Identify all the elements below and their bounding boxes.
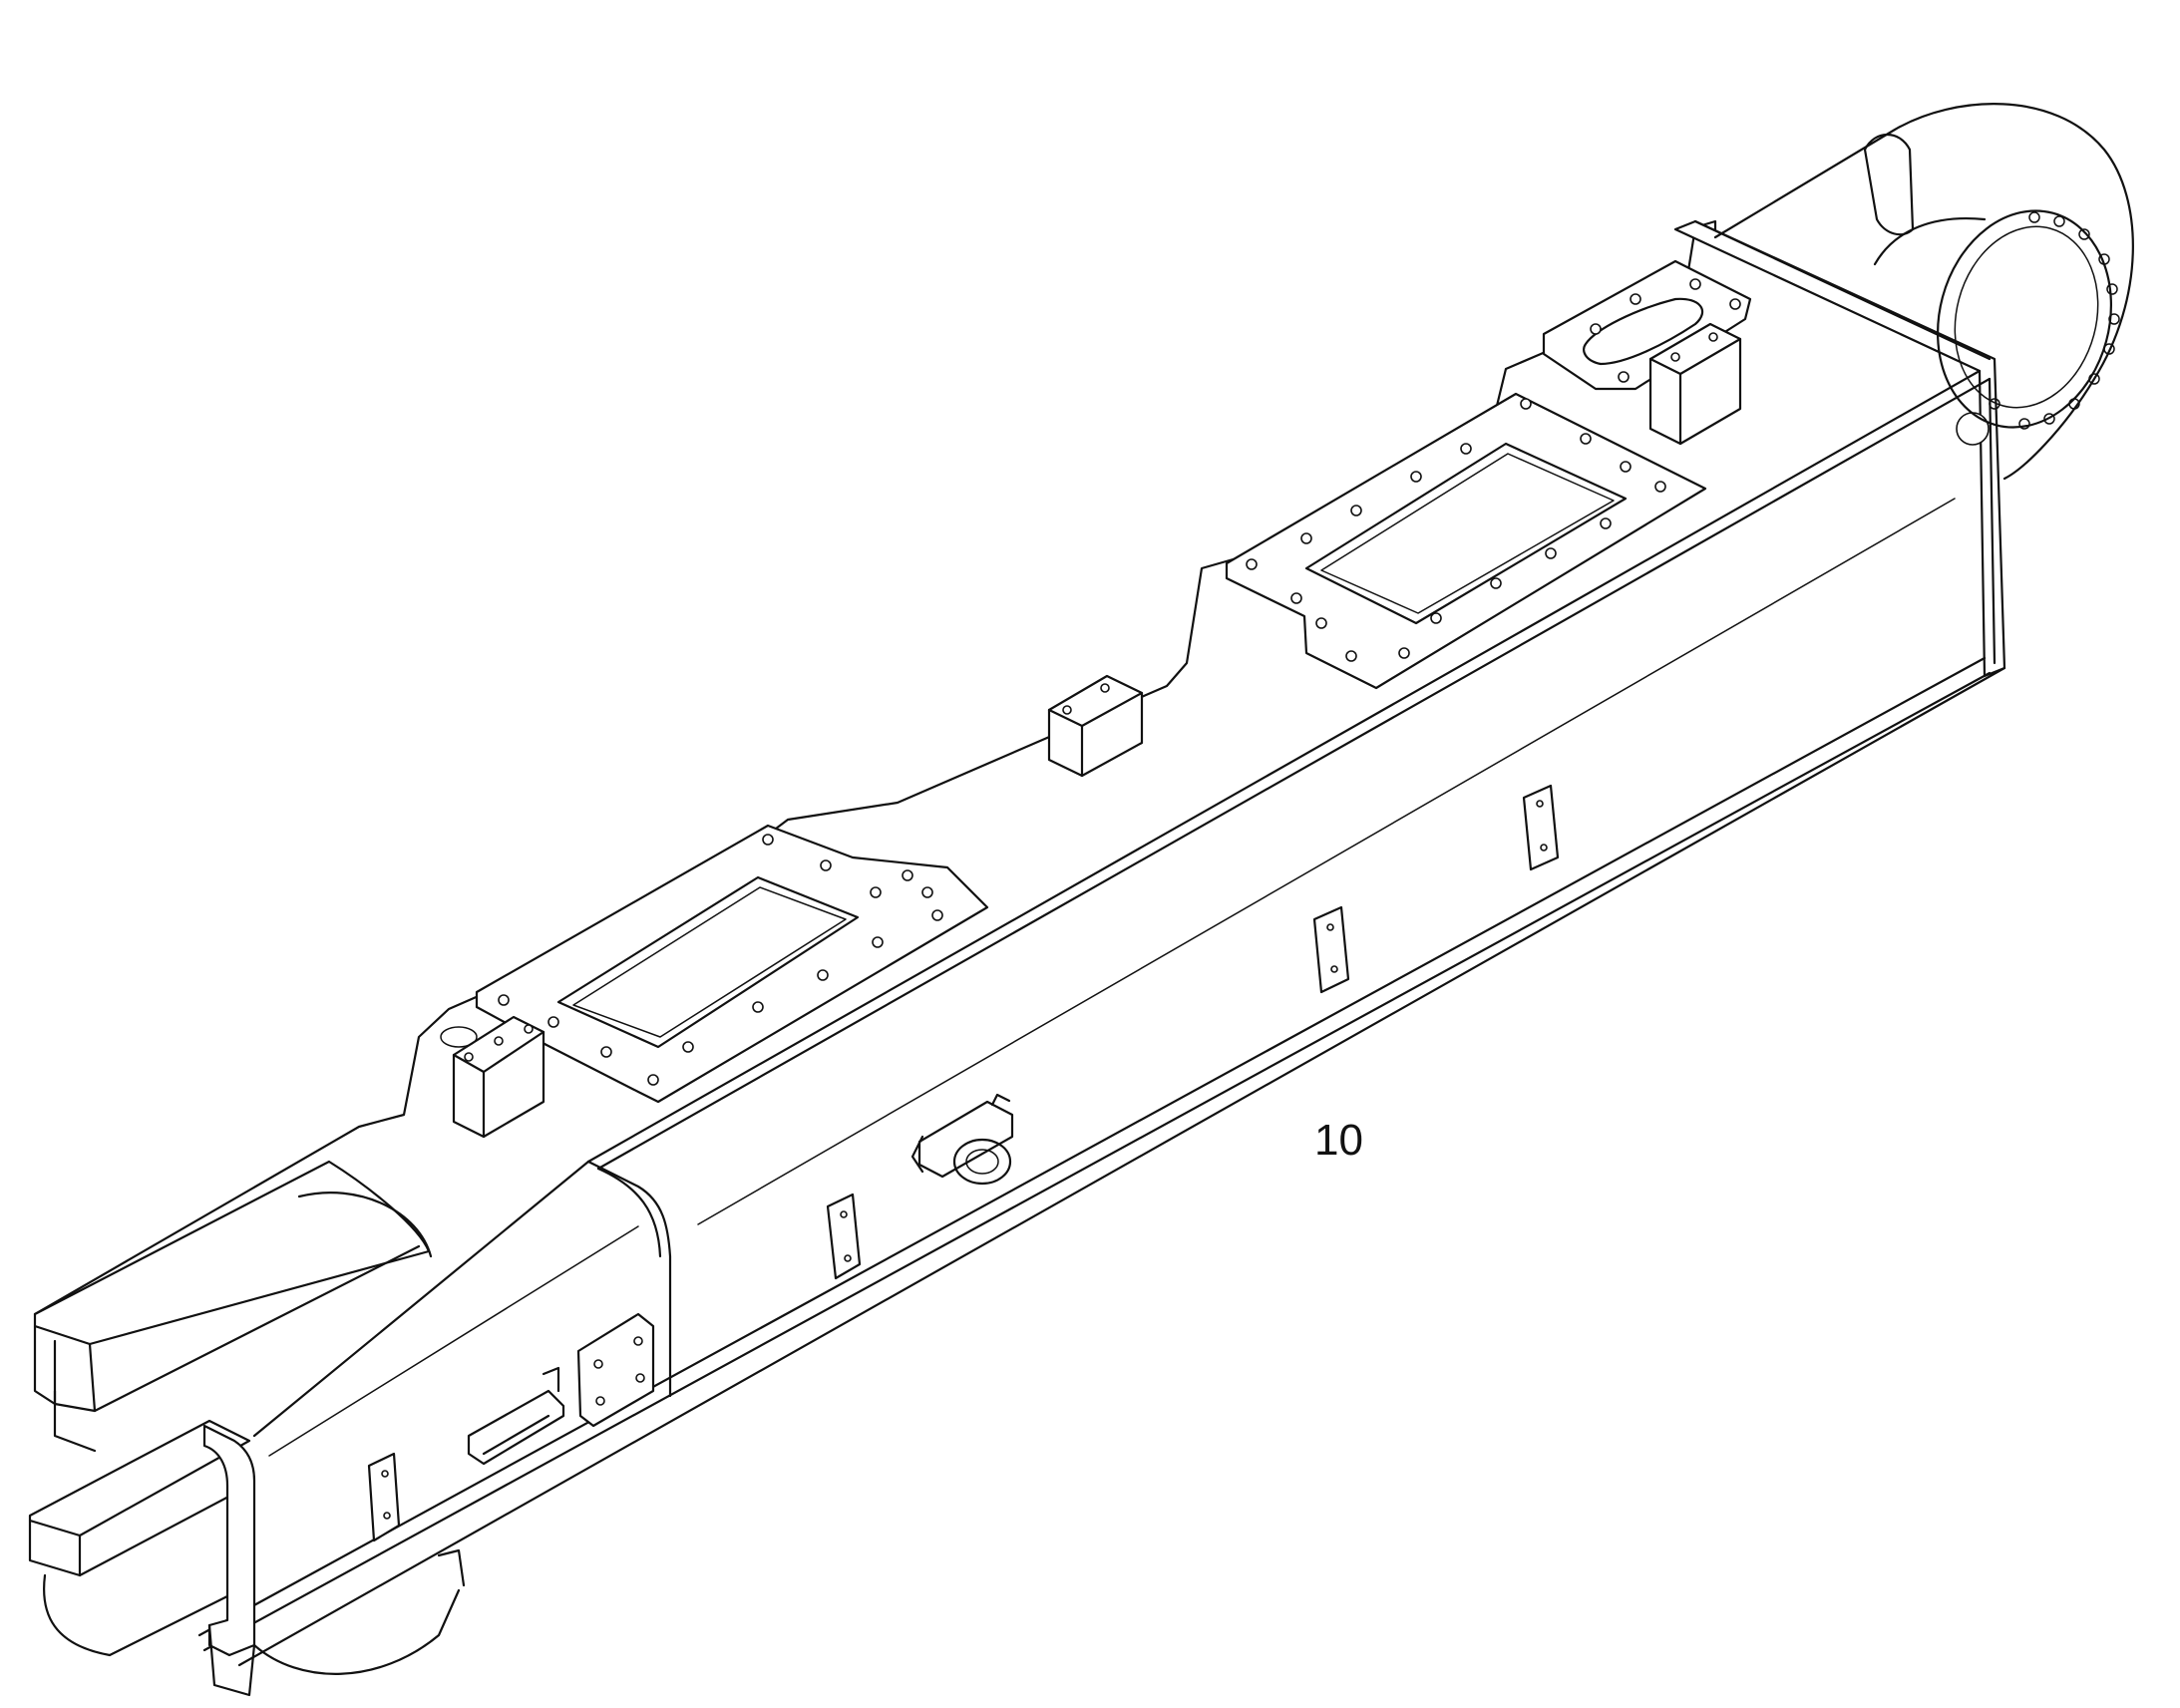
side-pad-1 bbox=[367, 1452, 401, 1542]
top-bracket-plate bbox=[1542, 259, 1752, 391]
side-pad-3 bbox=[1312, 905, 1350, 994]
top-mount-plate-left bbox=[475, 824, 989, 1104]
wear-pad-top-middle bbox=[1047, 674, 1144, 778]
boom-side-faces bbox=[197, 369, 2006, 1667]
side-square-plate bbox=[576, 1312, 655, 1428]
top-mount-plate-right bbox=[1225, 392, 1707, 690]
lifting-lug bbox=[1863, 134, 1915, 236]
part-callout-number: 10 bbox=[1314, 1116, 1363, 1165]
wear-pad-top-left bbox=[440, 1015, 545, 1139]
side-slide-pads bbox=[367, 784, 1560, 1542]
collar-bolt-hole bbox=[1956, 412, 1990, 446]
wear-pad-top-right bbox=[1648, 322, 1742, 446]
side-handle bbox=[467, 1366, 565, 1466]
left-end-plate bbox=[202, 1424, 466, 1697]
right-ring-housing bbox=[1713, 103, 2134, 481]
side-pad-2 bbox=[826, 1193, 862, 1280]
boom-top-outline bbox=[33, 219, 1717, 1316]
lifting-eye-bracket bbox=[910, 1093, 1014, 1186]
left-fork-upper bbox=[33, 1160, 433, 1453]
side-pad-4 bbox=[1522, 784, 1560, 871]
left-fork-lower bbox=[28, 1419, 251, 1657]
ring-bolt-circle bbox=[1989, 211, 2120, 430]
boom-transition-block bbox=[252, 1160, 672, 1457]
